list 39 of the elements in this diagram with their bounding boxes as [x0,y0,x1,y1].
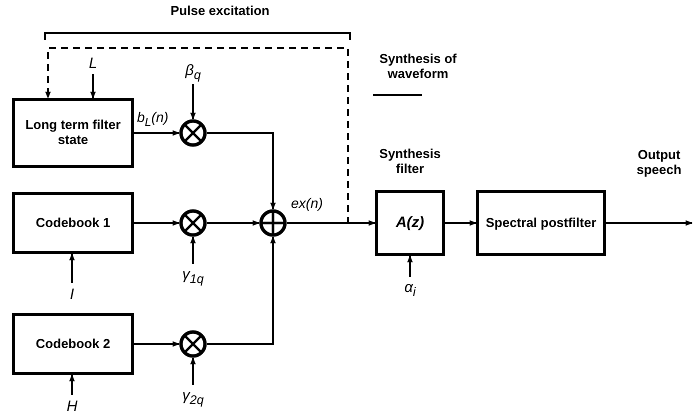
caption-label: Synthesis filter [378,147,442,177]
arrow [407,255,413,277]
arrow [134,220,180,226]
process-box [12,313,134,375]
arrow [190,357,196,385]
arrow [190,84,196,120]
process-box [12,192,134,254]
signal-label: L [88,56,98,70]
arrow [207,132,276,210]
arrow [606,220,693,226]
signal-label: α$_{i}$ [404,280,416,298]
signal-label: γ$_{1q}$ [182,266,204,286]
box-label: Codebook 1 [36,216,110,230]
process-box [12,98,134,168]
arrow [207,236,276,345]
box-label: Codebook 2 [36,336,110,352]
signal-label: β$_{q}$ [185,62,201,82]
arrow [69,253,75,283]
arrow [134,341,180,347]
box-label: A(z) [396,214,424,232]
arrow [134,130,180,136]
arrow [69,374,75,395]
box-label: Spectral postfilter [486,216,596,230]
signal-label: γ$_{2q}$ [182,388,204,406]
arrow [207,220,260,226]
signal-label: I [70,286,74,302]
process-box [476,190,606,256]
arrow [445,220,477,226]
text-label: Synthesis of waveform [378,52,458,82]
edge-label: ex(n) [290,196,324,212]
dashed-feedback-arrow [45,47,349,224]
process-box [375,190,445,256]
text-label: Output speech [636,148,682,178]
arrow [190,236,196,264]
arrow [287,220,376,226]
text-label: Pulse excitation [170,4,270,19]
signal-label: H [66,398,78,414]
arrow [90,74,96,99]
box-label: Long term filter state [24,118,122,148]
